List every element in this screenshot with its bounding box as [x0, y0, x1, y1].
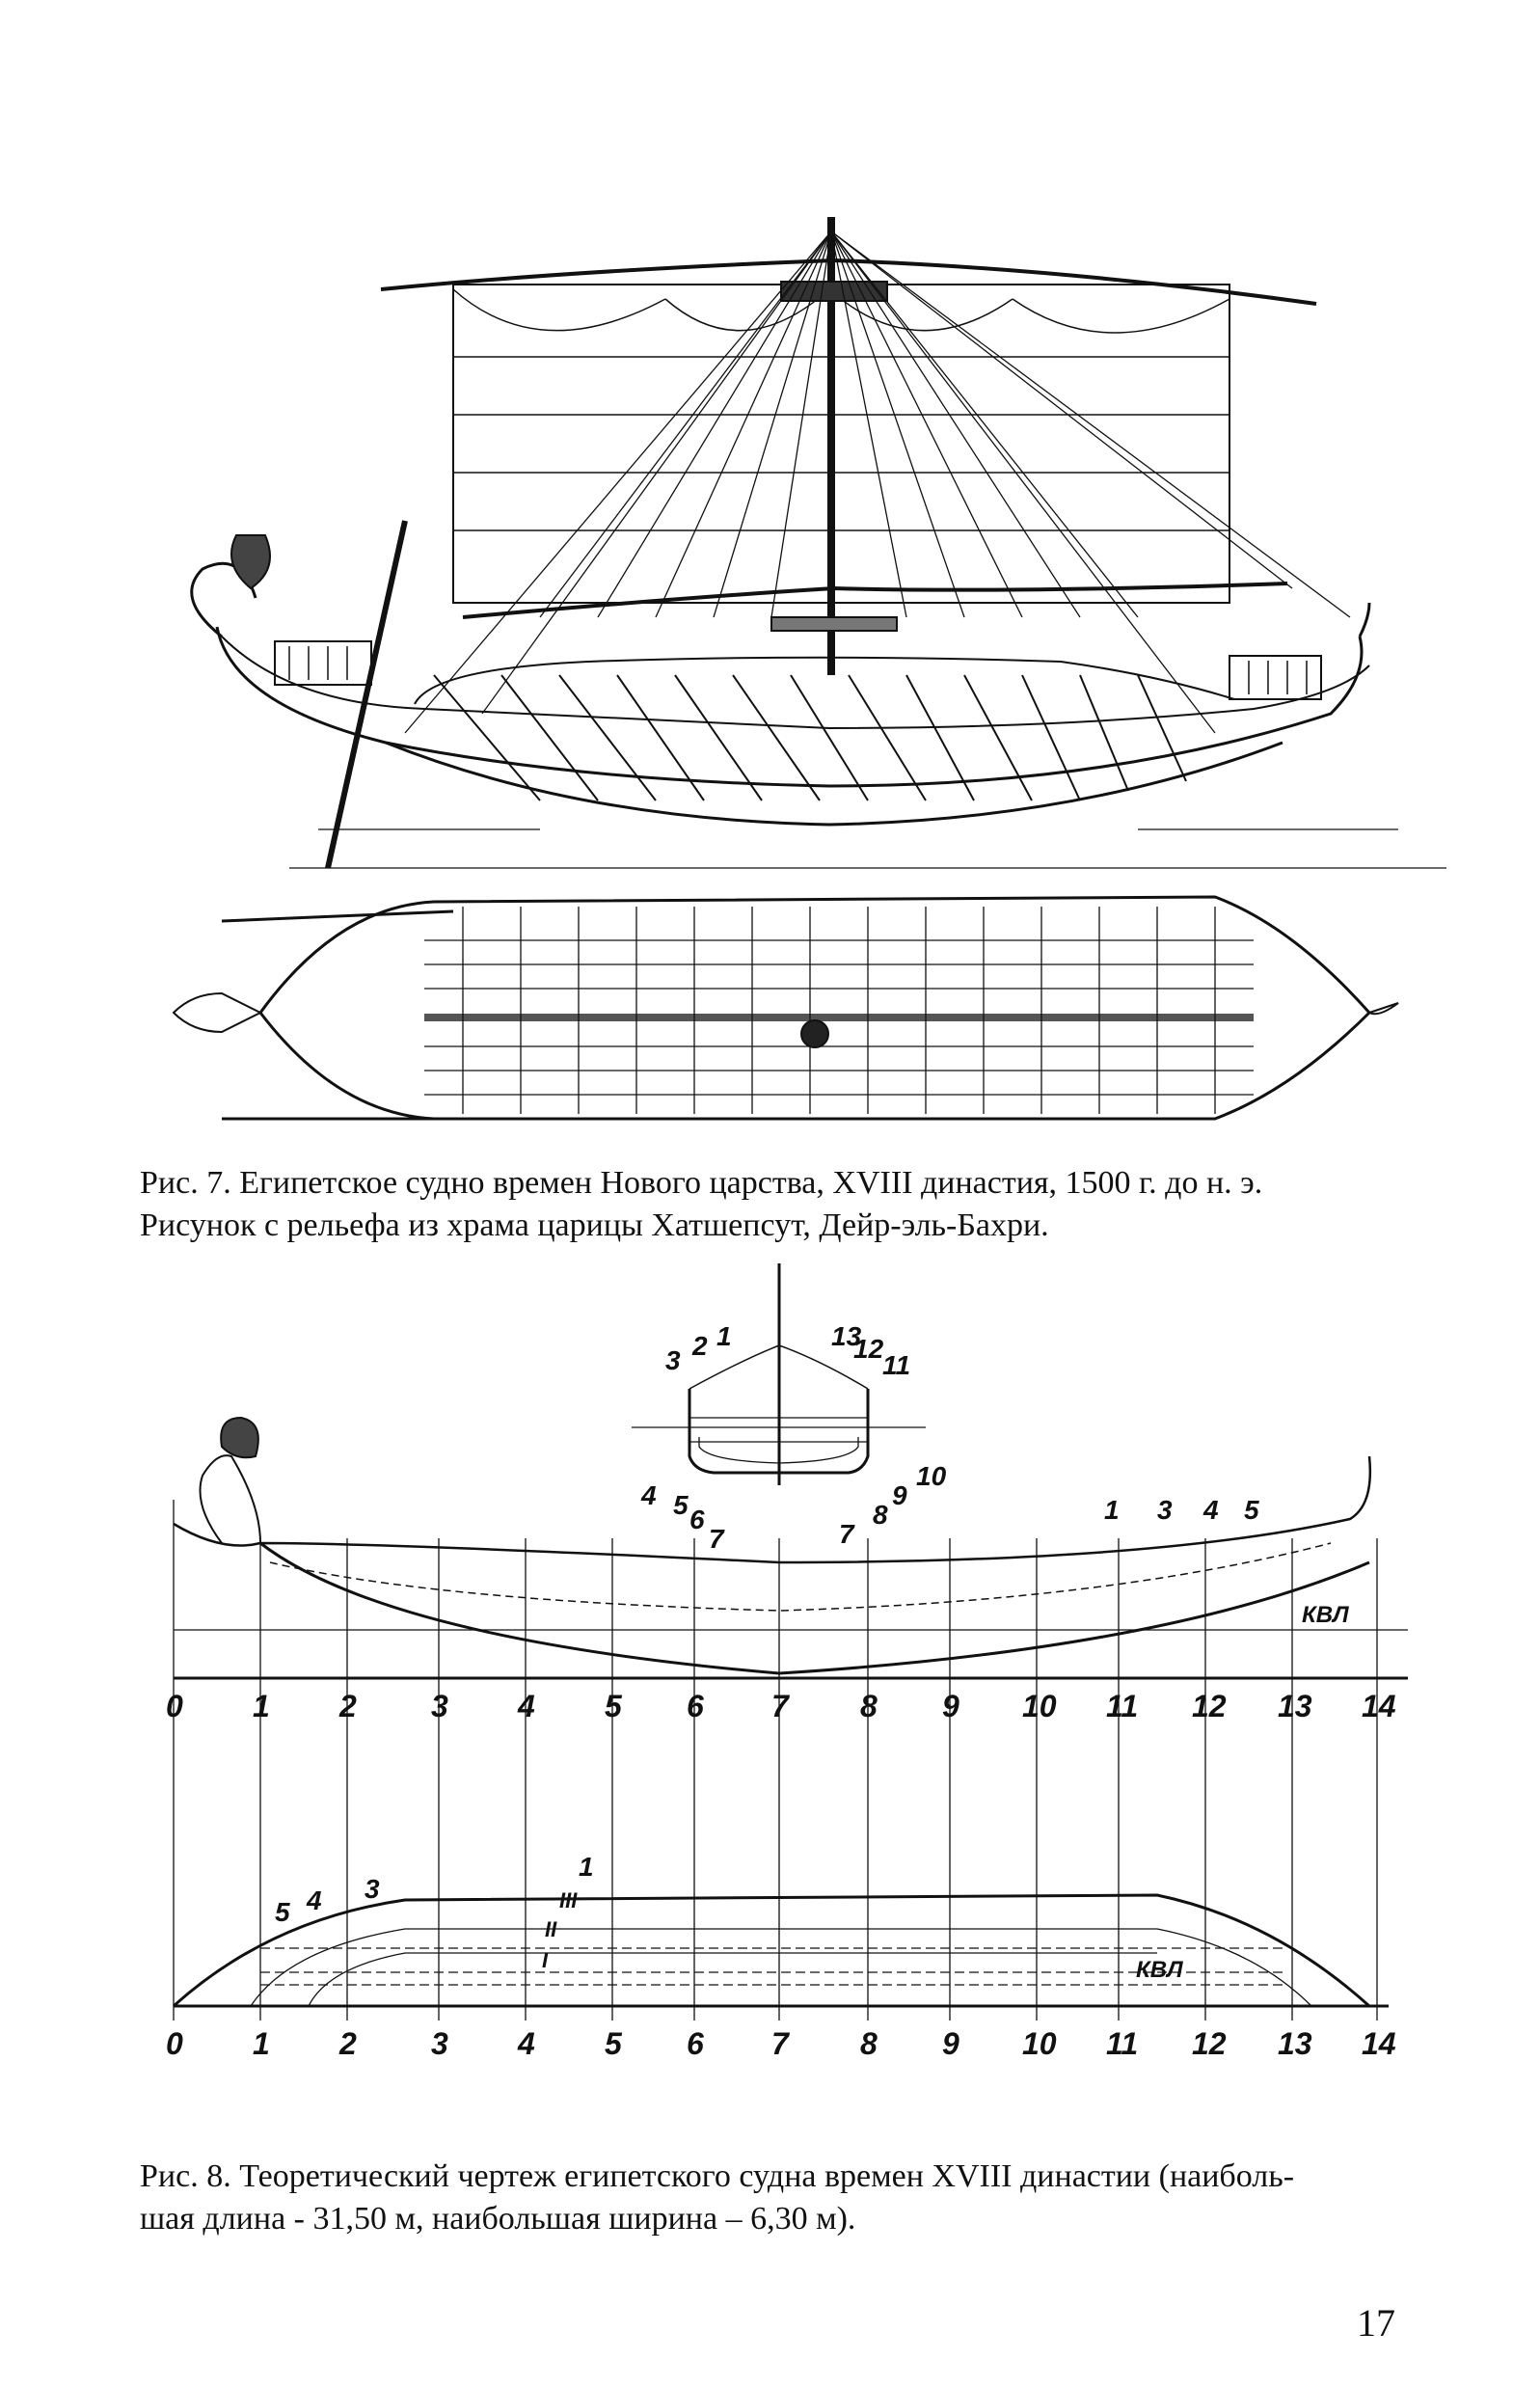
- station-number: 5: [605, 2026, 623, 2061]
- section-label: 9: [892, 1480, 907, 1510]
- station-number: 14: [1362, 1689, 1396, 1723]
- station-number: 0: [166, 1689, 183, 1723]
- station-number: 2: [338, 2026, 357, 2061]
- station-number: 6: [687, 2026, 704, 2061]
- plan-roman: III: [559, 1888, 578, 1912]
- station-number: 11: [1106, 1689, 1138, 1723]
- profile-label: 3: [1157, 1495, 1173, 1525]
- egyptian-ship-illustration: [172, 217, 1446, 1121]
- plan-label: 5: [275, 1897, 290, 1927]
- section-label: 12: [853, 1334, 884, 1364]
- plan-label: 4: [306, 1885, 322, 1915]
- station-number: 6: [687, 1689, 704, 1723]
- profile-label: 4: [1202, 1495, 1219, 1525]
- section-label: 8: [873, 1500, 888, 1530]
- profile-label: 1: [1104, 1495, 1120, 1525]
- page-number: 17: [1357, 2301, 1395, 2345]
- station-number: 3: [431, 2026, 448, 2061]
- profile-label: 5: [1244, 1495, 1259, 1525]
- station-number: 12: [1192, 2026, 1227, 2061]
- section-label: 11: [882, 1350, 910, 1380]
- station-number: 3: [431, 1689, 448, 1723]
- section-label: 7: [709, 1524, 725, 1554]
- station-number: 0: [166, 2026, 183, 2061]
- section-label: 7: [839, 1519, 855, 1549]
- section-label: 3: [665, 1345, 681, 1375]
- station-number: 8: [860, 1689, 878, 1723]
- station-number: 14: [1362, 2026, 1396, 2061]
- station-number: 4: [517, 2026, 535, 2061]
- section-label: 10: [916, 1461, 947, 1491]
- ship-lines-drawing: 3 2 1 4 5 6 7 13 12 11 10 9 8 7 1 3 4 5 …: [166, 1263, 1408, 2061]
- figure-8-caption-line1: Рис. 8. Теоретический чертеж египетского…: [140, 2158, 1295, 2194]
- section-label: 4: [640, 1480, 657, 1510]
- station-number: 8: [860, 2026, 878, 2061]
- section-label: 13: [831, 1321, 862, 1351]
- figure-8-caption: Рис. 8. Теоретический чертеж египетского…: [140, 2156, 1403, 2240]
- station-number: 13: [1278, 1689, 1312, 1723]
- station-number: 9: [942, 1689, 959, 1723]
- station-number: 7: [771, 2026, 791, 2061]
- station-number: 7: [771, 1689, 791, 1723]
- station-number: 2: [338, 1689, 357, 1723]
- station-number: 10: [1022, 2026, 1057, 2061]
- station-number: 4: [517, 1689, 535, 1723]
- section-label: 1: [716, 1321, 732, 1351]
- plan-roman: I: [542, 1948, 549, 1972]
- station-number: 13: [1278, 2026, 1312, 2061]
- section-label: 6: [689, 1505, 705, 1534]
- section-label: 2: [691, 1331, 708, 1361]
- station-number: 1: [253, 2026, 270, 2061]
- section-label: 5: [673, 1490, 689, 1520]
- figure-7-caption-line1: Рис. 7. Египетское судно времен Нового ц…: [140, 1165, 1263, 1201]
- plan-label: 3: [365, 1874, 380, 1904]
- figure-7-caption: Рис. 7. Египетское судно времен Нового ц…: [140, 1162, 1403, 1247]
- station-number: 12: [1192, 1689, 1227, 1723]
- plan-label: 1: [579, 1852, 594, 1882]
- station-number: 10: [1022, 1689, 1057, 1723]
- station-number: 9: [942, 2026, 959, 2061]
- plan-roman: II: [545, 1917, 557, 1941]
- station-number: 5: [605, 1689, 623, 1723]
- waterline-label: КВЛ: [1136, 1957, 1183, 1983]
- station-number: 1: [253, 1689, 270, 1723]
- figure-8-caption-line2: шая длина - 31,50 м, наибольшая ширина –…: [140, 2201, 856, 2237]
- station-number: 11: [1106, 2026, 1138, 2061]
- figure-7-caption-line2: Рисунок с рельефа из храма царицы Хатшеп…: [140, 1207, 1049, 1243]
- waterline-label: КВЛ: [1302, 1602, 1349, 1628]
